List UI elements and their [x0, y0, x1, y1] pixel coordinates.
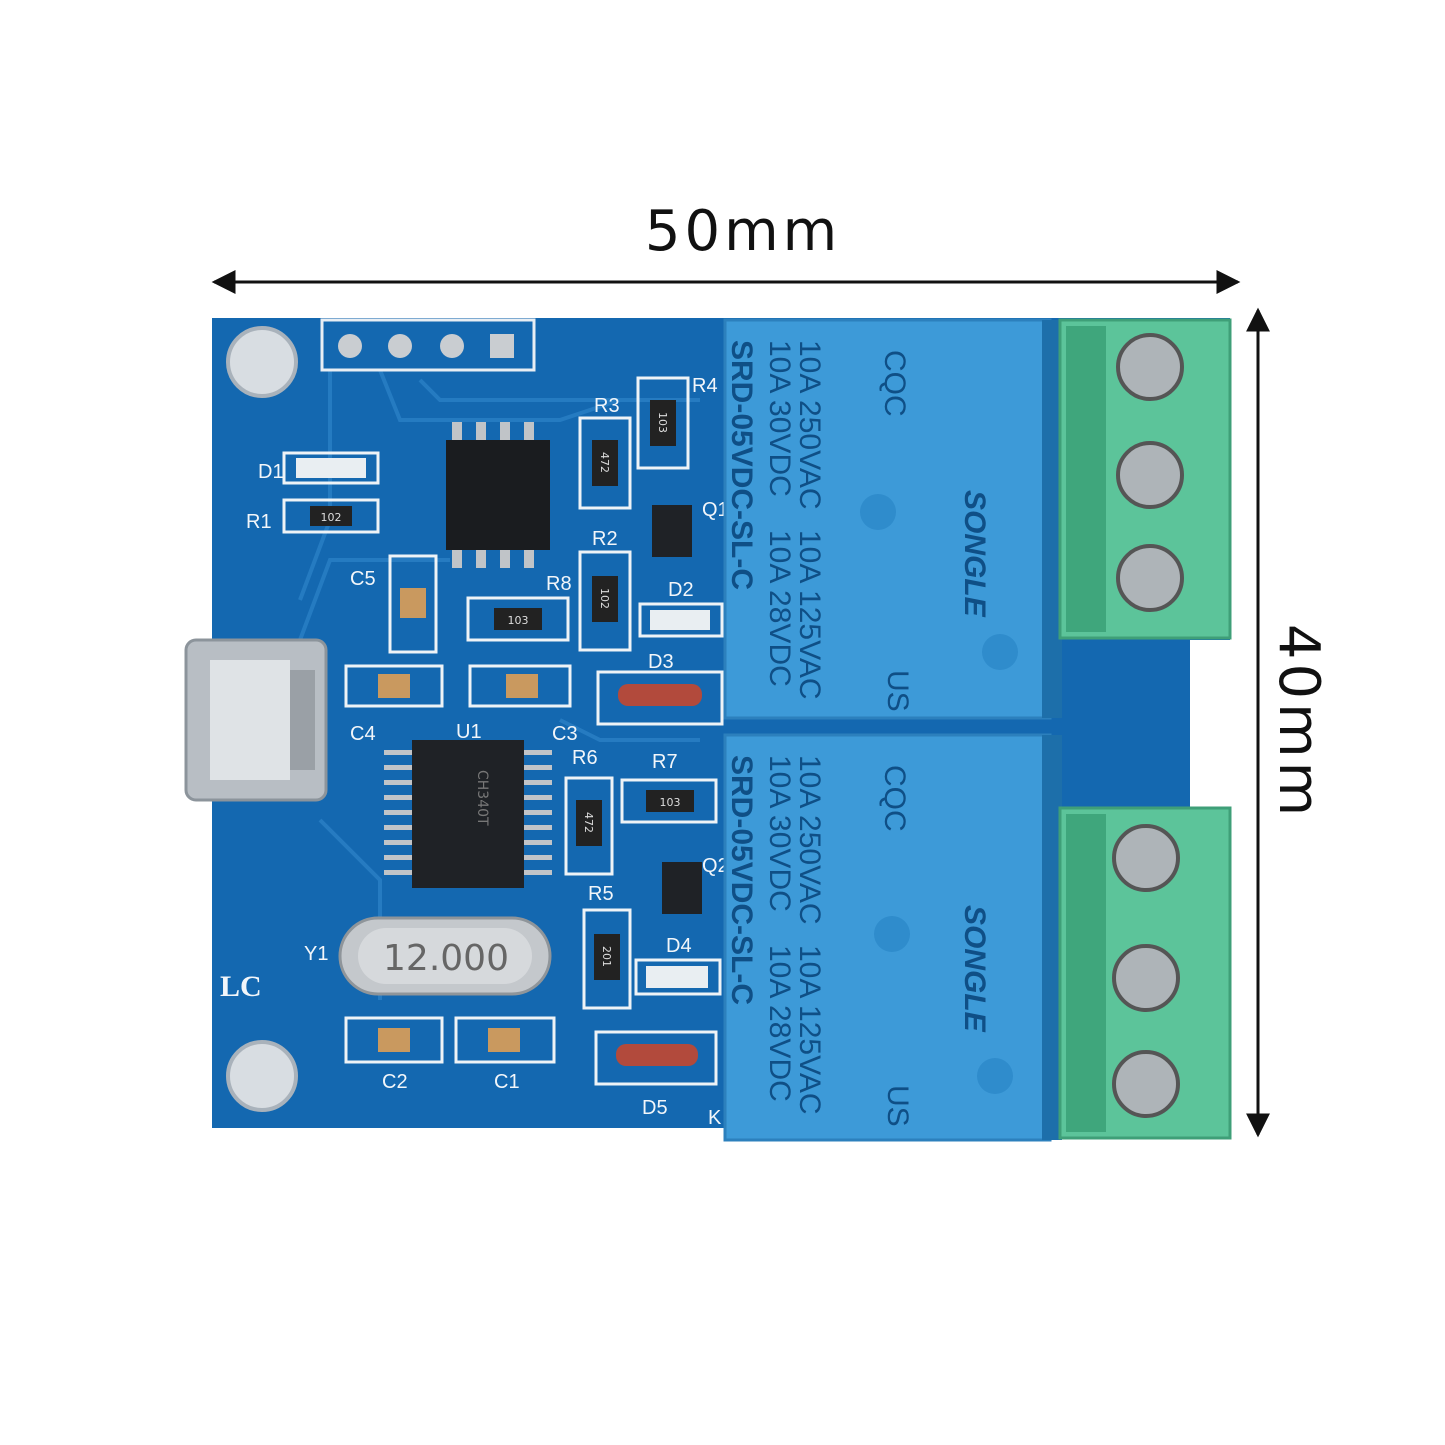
svg-text:CH340T: CH340T — [474, 770, 490, 826]
terminal-block-2 — [1058, 806, 1232, 1140]
screw-terminal[interactable] — [1116, 333, 1184, 401]
silkscreen-labels: D1 R1 R3 R4 Q1 R2 D2 R8 C5 D3 C4 U1 C3 R… — [220, 375, 729, 1129]
relay-2: 10A 250VAC 10A 30VDC 10A 125VAC 10A 28VD… — [723, 733, 1062, 1142]
svg-text:R3: R3 — [594, 395, 620, 417]
svg-text:Q1: Q1 — [702, 499, 729, 521]
screw-terminal[interactable] — [1112, 944, 1180, 1012]
svg-text:10A 250VAC: 10A 250VAC — [793, 755, 826, 925]
svg-text:102: 102 — [598, 588, 611, 609]
smd-components: 102 472 103 102 103 472 103 201 — [282, 376, 724, 1086]
svg-text:K: K — [708, 1107, 722, 1129]
svg-text:D4: D4 — [666, 935, 692, 957]
usb-serial-chip: CH340T — [384, 740, 552, 888]
svg-text:SRD-05VDC-SL-C: SRD-05VDC-SL-C — [725, 755, 758, 1005]
svg-text:SONGLE: SONGLE — [958, 905, 991, 1033]
svg-text:10A 28VDC: 10A 28VDC — [763, 530, 796, 687]
svg-text:CQC: CQC — [878, 350, 911, 417]
relay-1: 10A 250VAC 10A 30VDC 10A 125VAC 10A 28VD… — [723, 318, 1062, 720]
svg-text:D3: D3 — [648, 651, 674, 673]
svg-text:US: US — [881, 670, 914, 712]
svg-text:R2: R2 — [592, 528, 618, 550]
brand-mark: LC — [220, 970, 262, 1003]
svg-text:201: 201 — [600, 946, 613, 967]
svg-text:U1: U1 — [456, 721, 482, 743]
svg-text:D5: D5 — [642, 1097, 668, 1119]
terminal-block-1 — [1058, 318, 1232, 640]
svg-text:C1: C1 — [494, 1071, 520, 1093]
svg-text:472: 472 — [598, 452, 611, 473]
screw-terminal[interactable] — [1116, 441, 1184, 509]
svg-text:SRD-05VDC-SL-C: SRD-05VDC-SL-C — [725, 340, 758, 590]
pin-header — [320, 318, 536, 372]
svg-text:D1: D1 — [258, 461, 284, 483]
svg-text:R5: R5 — [588, 883, 614, 905]
svg-text:R7: R7 — [652, 751, 678, 773]
screw-terminal[interactable] — [1112, 824, 1180, 892]
svg-text:R6: R6 — [572, 747, 598, 769]
svg-text:Q2: Q2 — [702, 855, 729, 877]
crystal-oscillator: 12.000 — [338, 916, 552, 996]
svg-text:10A 30VDC: 10A 30VDC — [763, 340, 796, 497]
svg-text:472: 472 — [582, 812, 595, 833]
svg-text:10A 125VAC: 10A 125VAC — [793, 945, 826, 1115]
svg-text:103: 103 — [660, 796, 681, 809]
mounting-hole — [226, 326, 298, 398]
svg-text:12.000: 12.000 — [383, 938, 509, 979]
svg-text:10A 125VAC: 10A 125VAC — [793, 530, 826, 700]
svg-text:10A 28VDC: 10A 28VDC — [763, 945, 796, 1102]
mounting-hole — [226, 1040, 298, 1112]
svg-text:CQC: CQC — [878, 765, 911, 832]
svg-text:103: 103 — [508, 614, 529, 627]
svg-text:D2: D2 — [668, 579, 694, 601]
svg-text:R4: R4 — [692, 375, 718, 397]
svg-text:R8: R8 — [546, 573, 572, 595]
height-dimension-label: 40mm — [1266, 624, 1331, 820]
screw-terminal[interactable] — [1112, 1050, 1180, 1118]
width-dimension-label: 50mm — [645, 199, 841, 264]
soic8-chip — [446, 422, 550, 568]
svg-text:R1: R1 — [246, 511, 272, 533]
svg-text:SONGLE: SONGLE — [958, 490, 991, 618]
micro-usb-port[interactable] — [184, 638, 328, 802]
screw-terminal[interactable] — [1116, 544, 1184, 612]
svg-text:10A 250VAC: 10A 250VAC — [793, 340, 826, 510]
svg-text:C4: C4 — [350, 723, 376, 745]
svg-text:103: 103 — [656, 412, 669, 433]
svg-text:C3: C3 — [552, 723, 578, 745]
svg-text:C5: C5 — [350, 568, 376, 590]
svg-text:102: 102 — [321, 511, 342, 524]
svg-text:10A 30VDC: 10A 30VDC — [763, 755, 796, 912]
svg-text:C2: C2 — [382, 1071, 408, 1093]
svg-text:US: US — [881, 1085, 914, 1127]
svg-text:Y1: Y1 — [304, 943, 328, 965]
